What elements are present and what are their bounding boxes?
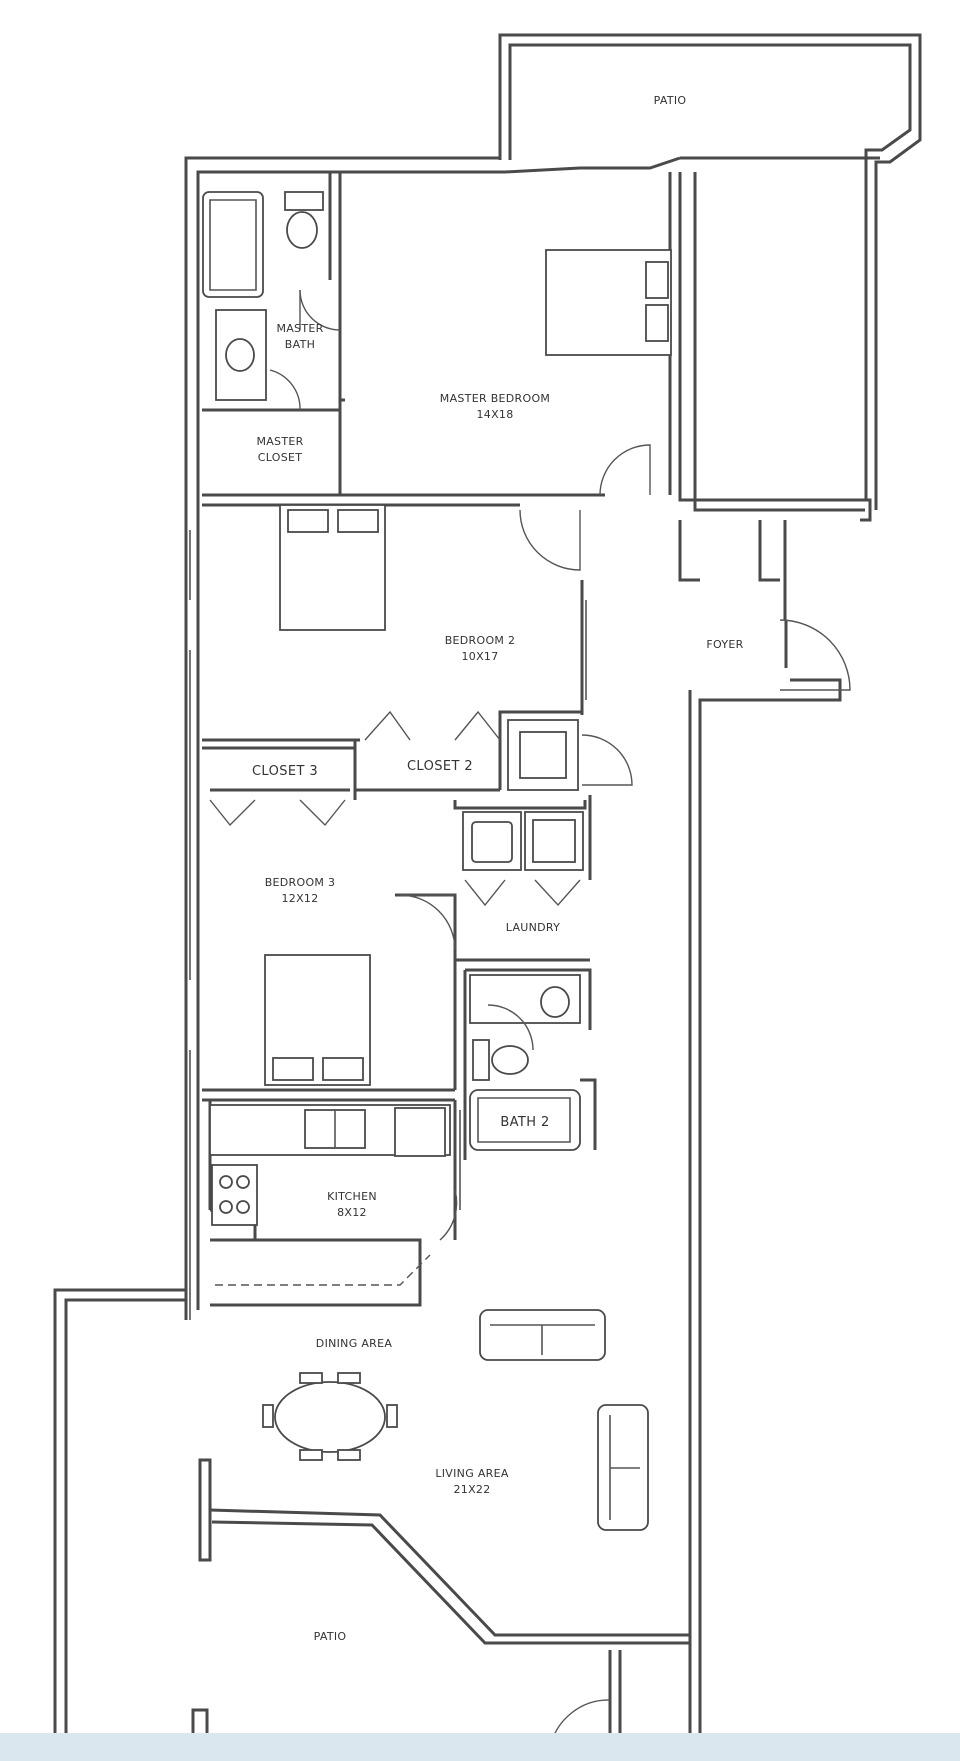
bedroom-3-label: BEDROOM 3 <box>265 876 336 889</box>
patio-top-label: PATIO <box>654 94 687 107</box>
closet-2-label: CLOSET 2 <box>407 759 473 774</box>
master-bath-label: MASTER <box>276 322 323 335</box>
living-area-label: LIVING AREA <box>435 1467 509 1480</box>
room-labels: PATIO MASTER BATH MASTER CLOSET MASTER B… <box>252 94 743 1643</box>
foyer-label: FOYER <box>706 638 743 651</box>
bedroom-3-size: 12X12 <box>281 892 318 905</box>
kitchen-label: KITCHEN <box>327 1190 377 1203</box>
master-bath-label-2: BATH <box>285 338 315 351</box>
master-bedroom-size: 14X18 <box>476 408 513 421</box>
kitchen-size: 8X12 <box>337 1206 367 1219</box>
bedroom-2-label: BEDROOM 2 <box>445 634 516 647</box>
master-closet-label: MASTER <box>256 435 303 448</box>
living-area-size: 21X22 <box>453 1483 490 1496</box>
master-closet-label-2: CLOSET <box>258 451 303 464</box>
patio-bottom-label: PATIO <box>314 1630 347 1643</box>
closet-3-label: CLOSET 3 <box>252 764 318 779</box>
bath-2-label: BATH 2 <box>500 1115 549 1130</box>
bottom-band <box>0 1733 960 1761</box>
dining-area-label: DINING AREA <box>316 1337 393 1350</box>
bedroom-2-size: 10X17 <box>461 650 498 663</box>
fixtures <box>202 191 672 1531</box>
dining-table <box>274 1381 386 1453</box>
master-bedroom-label: MASTER BEDROOM <box>440 392 550 405</box>
laundry-label: LAUNDRY <box>506 921 560 934</box>
